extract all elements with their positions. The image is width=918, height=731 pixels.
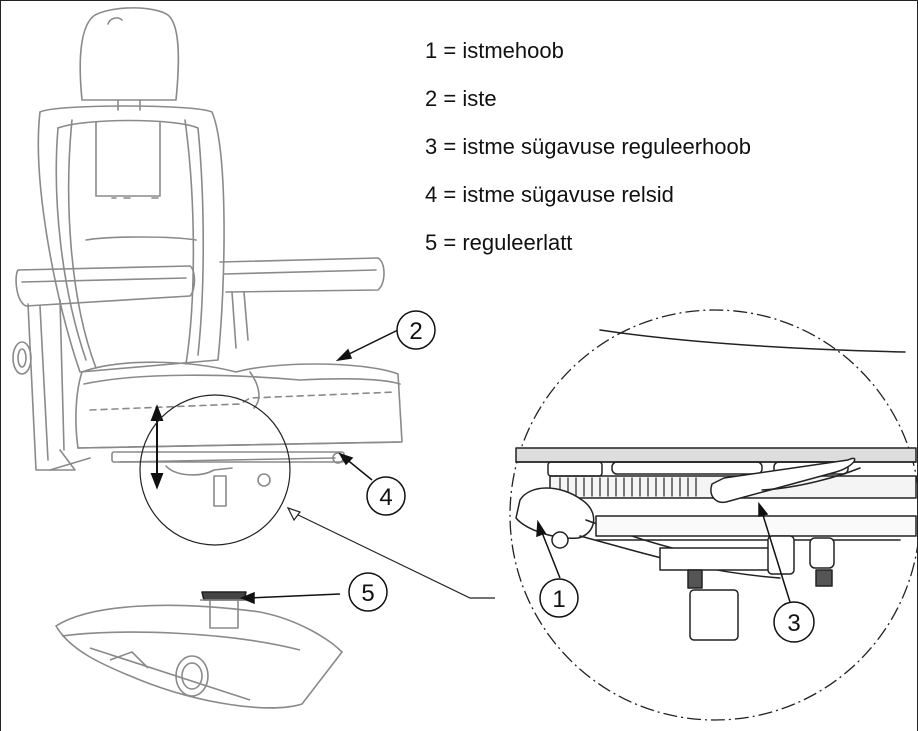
legend-text: iste [462, 86, 497, 111]
legend-item-4: 4 = istme sügavuse relsid [425, 180, 751, 228]
callout-2-label: 2 [409, 318, 422, 345]
callout-1-circle [539, 578, 579, 618]
detail-pointer [286, 506, 495, 599]
detail-circle-small [139, 394, 291, 546]
legend-item-3: 3 = istme sügavuse reguleerhoob [425, 132, 751, 180]
legend-number: 1 [425, 38, 438, 63]
callout-3-label: 3 [787, 610, 800, 637]
callouts [240, 310, 815, 643]
backrest [37, 105, 225, 373]
legend-separator: = [443, 230, 457, 255]
callout-5-label: 5 [361, 580, 374, 607]
callout-4-label: 4 [379, 484, 392, 511]
legend-separator: = [443, 38, 457, 63]
legend-number: 3 [425, 134, 438, 159]
legend-text: reguleerlatt [462, 230, 573, 255]
callout-5-circle [348, 572, 388, 612]
right-armrest [219, 257, 385, 293]
legend-item-5: 5 = reguleerlatt [425, 228, 751, 276]
legend-number: 5 [425, 230, 438, 255]
legend-separator: = [443, 134, 457, 159]
legend-text: istme sügavuse reguleerhoob [462, 134, 751, 159]
legend-number: 2 [425, 86, 438, 111]
callout-4-circle [366, 476, 406, 516]
detail-view [509, 309, 918, 721]
legend: 1 = istmehoob 2 = iste 3 = istme sügavus… [425, 36, 751, 276]
left-armrest [15, 265, 196, 307]
seat-cushion [75, 361, 403, 449]
callout-1-label: 1 [552, 586, 565, 613]
legend-text: istmehoob [462, 38, 564, 63]
callout-3-circle [773, 601, 815, 643]
callout-2-circle [396, 310, 436, 350]
legend-separator: = [443, 182, 457, 207]
legend-separator: = [443, 86, 457, 111]
seat-illustration [12, 7, 403, 507]
seat-height-arrow [150, 404, 164, 490]
adjustment-bar-illustration [55, 591, 343, 709]
headrest [79, 7, 180, 101]
legend-item-2: 2 = iste [425, 84, 751, 132]
legend-text: istme sügavuse relsid [462, 182, 674, 207]
legend-number: 4 [425, 182, 438, 207]
legend-item-1: 1 = istmehoob [425, 36, 751, 84]
